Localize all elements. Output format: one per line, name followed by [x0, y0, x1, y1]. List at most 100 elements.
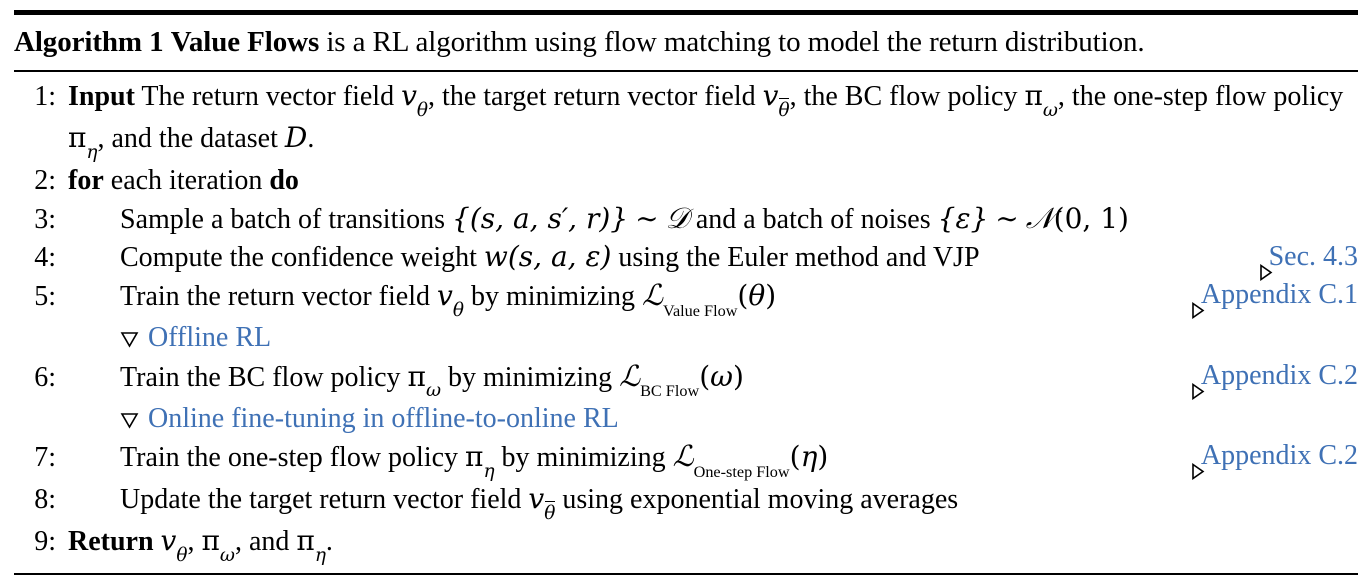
- line-text: Input The return vector field vθ, the ta…: [68, 77, 1358, 163]
- line-number: 9:: [34, 526, 56, 558]
- line-text-segment: , the BC flow policy: [789, 81, 1025, 113]
- keyword-do: do: [269, 164, 299, 196]
- math-loss-arg: (η): [789, 440, 829, 474]
- keyword-return: Return: [68, 526, 154, 558]
- annotation-text: Online fine-tuning in offline-to-online …: [148, 402, 619, 434]
- line-text: Train the BC flow policy πω by minimizin…: [120, 357, 744, 402]
- line-text: Train the one-step flow policy πη by min…: [120, 437, 829, 482]
- math-pi-omega: πω: [407, 359, 441, 402]
- line-text: Compute the confidence weight w(s, a, ε)…: [120, 238, 980, 276]
- line-comment: Appendix C.2: [1191, 437, 1358, 481]
- loss-subscript: One-step Flow: [693, 462, 790, 481]
- math-pi-omega: πω: [1024, 79, 1058, 121]
- math-v-theta-bar: vθ: [528, 482, 555, 524]
- comment-text: Appendix C.1: [1200, 279, 1358, 311]
- line-number: 8:: [34, 484, 56, 516]
- line-number: 5:: [34, 281, 56, 313]
- line-number: 6:: [34, 361, 56, 393]
- line-text: for each iteration do: [68, 162, 299, 199]
- line-text-segment: and a batch of noises: [688, 203, 938, 235]
- line-comment: Appendix C.2: [1191, 357, 1358, 400]
- comment-text: Appendix C.2: [1200, 440, 1358, 472]
- algorithm-line-1: 1: Input The return vector field vθ, the…: [14, 77, 1358, 163]
- algorithm-block: Algorithm 1 Value Flows is a RL algorith…: [0, 10, 1372, 575]
- loss-subscript: Value Flow: [663, 301, 738, 320]
- keyword-for: for: [68, 164, 104, 196]
- line-number: 2:: [34, 164, 56, 196]
- algorithm-line-2: 2: for each iteration do: [14, 162, 1358, 199]
- line-text-segment: .: [325, 526, 333, 558]
- line-text-segment: using the Euler method and VJP: [611, 241, 980, 273]
- annotation-text: Offline RL: [148, 322, 272, 354]
- line-text-segment: The return vector field: [134, 81, 402, 113]
- line-text: Sample a batch of transitions {(s, a, s′…: [120, 199, 1129, 238]
- math-normal-args: (0, 1): [1053, 201, 1129, 235]
- algorithm-description: is a RL algorithm using flow matching to…: [319, 26, 1145, 58]
- line-text-segment: , the target return vector field: [428, 81, 763, 113]
- line-text-segment: [154, 526, 161, 557]
- line-text-segment: by minimizing: [441, 361, 620, 393]
- line-text-segment: each iteration: [103, 164, 270, 196]
- comment-text: Appendix C.2: [1200, 359, 1358, 391]
- line-number: 4:: [34, 241, 56, 273]
- triangle-down-icon: [120, 331, 139, 348]
- math-v-theta: vθ: [436, 279, 464, 321]
- annotation: Online fine-tuning in offline-to-online …: [120, 400, 619, 437]
- line-text-segment: Update the target return vector field: [120, 484, 529, 516]
- line-number: 3:: [34, 203, 56, 235]
- line-text: Train the return vector field vθ by mini…: [120, 276, 776, 321]
- line-number: 7:: [34, 442, 56, 474]
- line-text-segment: ∼: [628, 203, 666, 235]
- line-text-segment: Train the one-step flow policy: [120, 442, 466, 474]
- math-pi-eta: πη: [296, 524, 326, 567]
- line-number: 1:: [34, 81, 56, 113]
- math-v-theta: vθ: [401, 79, 429, 121]
- loss-subscript: BC Flow: [640, 382, 700, 401]
- algorithm-annotation-online-finetuning: Online fine-tuning in offline-to-online …: [14, 400, 1358, 437]
- algorithm-line-3: 3: Sample a batch of transitions {(s, a,…: [14, 199, 1358, 238]
- algorithm-line-8: 8: Update the target return vector field…: [14, 480, 1358, 524]
- algorithm-name: Algorithm 1: [14, 26, 164, 58]
- math-pi-omega: πω: [201, 524, 235, 567]
- math-loss-value-flow: ℒ: [642, 278, 664, 313]
- rule-under-caption: [14, 70, 1358, 73]
- math-pi-eta: πη: [68, 121, 98, 163]
- line-text-segment: , and the dataset: [97, 123, 285, 155]
- math-loss-bc-flow: ℒ: [619, 358, 641, 393]
- math-D: D: [284, 121, 308, 155]
- comment-text: Sec. 4.3: [1268, 240, 1358, 272]
- algorithm-line-4: 4: Compute the confidence weight w(s, a,…: [14, 238, 1358, 281]
- math-confidence-weight: w(s, a, ε): [483, 239, 612, 273]
- line-text-segment: Train the BC flow policy: [120, 361, 408, 393]
- line-comment: Appendix C.1: [1191, 276, 1358, 320]
- math-v-theta-bar: vθ: [763, 79, 790, 121]
- algorithm-body: 1: Input The return vector field vθ, the…: [14, 72, 1358, 572]
- line-text-segment: one-step flow policy: [1113, 81, 1344, 113]
- algorithm-caption: Algorithm 1 Value Flows is a RL algorith…: [14, 15, 1358, 70]
- math-transition-tuple: {(s, a, s′, r)}: [452, 201, 629, 235]
- keyword-input: Input: [68, 81, 135, 113]
- math-normal-dist: 𝒩: [1025, 200, 1054, 235]
- math-loss-one-step-flow: ℒ: [672, 439, 694, 474]
- algorithm-title: Value Flows: [170, 26, 320, 58]
- line-continuation: one-step flow policy πη, and the dataset…: [68, 81, 1344, 163]
- line-text-segment: ,: [187, 526, 202, 558]
- line-text: Update the target return vector field vθ…: [120, 480, 959, 524]
- line-text: Return vθ, πω, and πη.: [68, 522, 333, 567]
- line-text-segment: , and: [234, 526, 297, 558]
- math-v-theta: vθ: [160, 524, 188, 567]
- algorithm-line-5: 5: Train the return vector field vθ by m…: [14, 276, 1358, 321]
- line-comment: Sec. 4.3: [1259, 238, 1358, 281]
- math-dataset-D: 𝒟: [665, 200, 689, 235]
- line-text-segment: ∼: [988, 203, 1026, 235]
- line-text-segment: .: [307, 123, 315, 155]
- line-text-segment: using exponential moving averages: [555, 484, 959, 516]
- annotation: Offline RL: [120, 319, 271, 356]
- algorithm-line-7: 7: Train the one-step flow policy πη by …: [14, 437, 1358, 482]
- triangle-down-icon: [120, 412, 139, 429]
- line-text-segment: Compute the confidence weight: [120, 241, 484, 273]
- math-loss-arg: (ω): [699, 359, 744, 393]
- line-text-segment: Sample a batch of transitions: [120, 203, 453, 235]
- rule-bottom: [14, 572, 1358, 575]
- line-text-segment: by minimizing: [494, 442, 673, 474]
